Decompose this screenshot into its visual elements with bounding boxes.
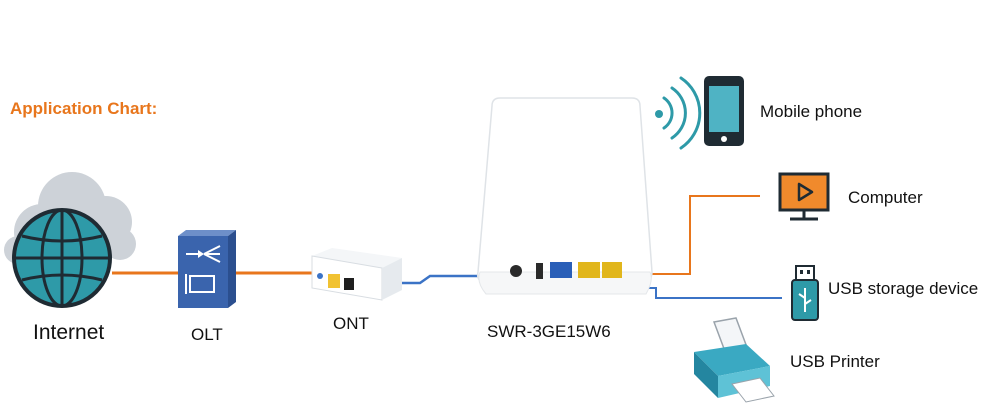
label-ont: ONT	[333, 314, 369, 333]
label-usb-storage: USB storage device	[828, 279, 979, 298]
wifi-signal-icon	[655, 76, 702, 150]
usb-drive-icon	[791, 265, 819, 321]
router-device	[476, 97, 653, 295]
olt-switch-icon	[178, 230, 236, 308]
label-mobile-phone: Mobile phone	[760, 102, 863, 121]
label-computer: Computer	[848, 188, 923, 207]
mobile-phone-icon	[704, 76, 744, 146]
computer-monitor-icon	[778, 172, 830, 221]
diagram-heading: Application Chart:	[10, 99, 158, 118]
label-olt: OLT	[191, 325, 223, 344]
label-usb-printer: USB Printer	[790, 352, 880, 371]
label-internet: Internet	[33, 321, 105, 344]
printer-icon	[694, 317, 775, 403]
globe-cloud-icon	[4, 172, 136, 308]
ont-device-icon	[311, 248, 402, 301]
label-router: SWR-3GE15W6	[487, 322, 611, 341]
